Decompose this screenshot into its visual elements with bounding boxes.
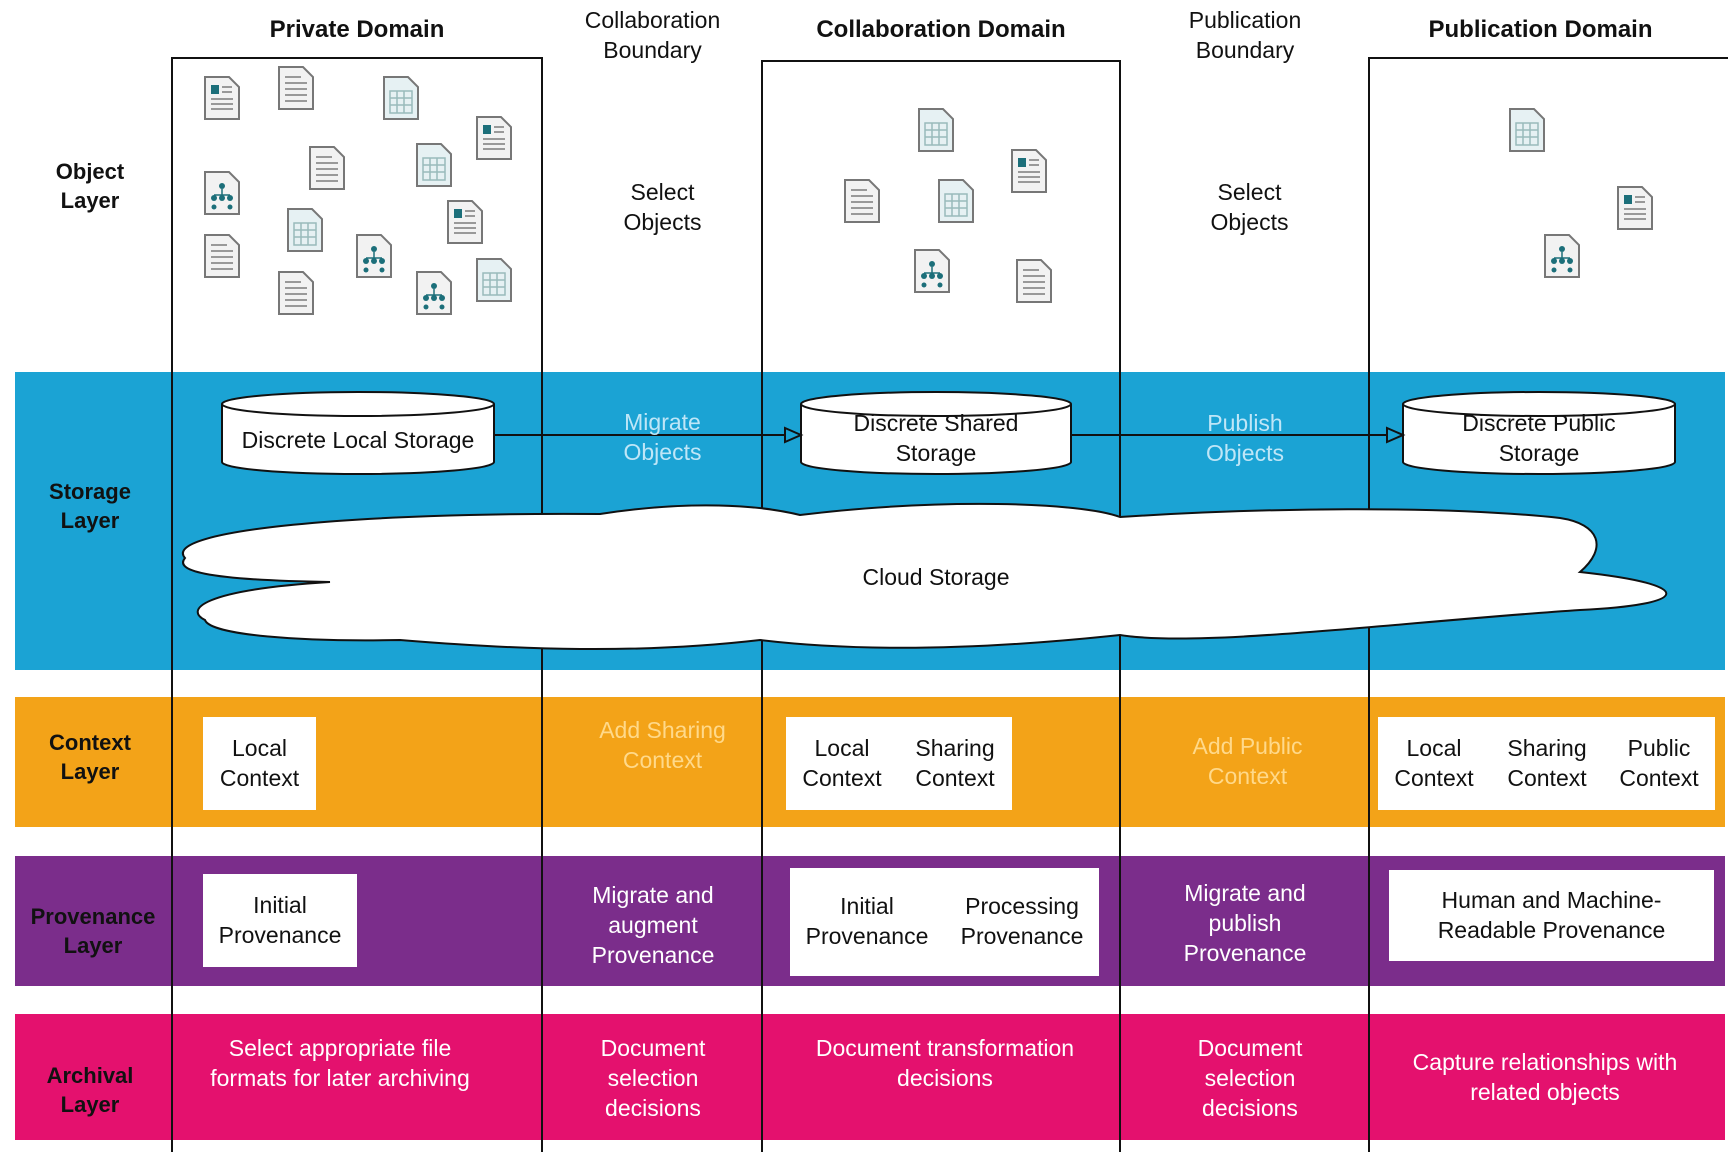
table-document-icon (383, 76, 419, 120)
collab-sharing-context: Sharing Context (915, 734, 995, 791)
add-public-context: Add Public Context (1192, 733, 1303, 789)
public-storage-label: Discrete Public Storage (1462, 410, 1616, 466)
object-layer-label: Object Layer (55, 159, 125, 213)
table-document-icon (938, 179, 974, 223)
collab-context-box: Local Context Sharing Context (786, 717, 1012, 810)
collab-select-objects: Select Objects (623, 179, 702, 235)
migrate-objects-label: Migrate Objects (623, 409, 702, 465)
document-icon (1016, 259, 1052, 303)
collab-provenance-box: Initial Provenance Processing Provenance (790, 868, 1099, 976)
public-storage-cylinder (1402, 391, 1676, 475)
private-initial-provenance-box: Initial Provenance (203, 874, 357, 967)
image-document-icon (1011, 149, 1047, 193)
pub-select-objects: Select Objects (1210, 179, 1289, 235)
private-initial-provenance: Initial Provenance (218, 891, 342, 948)
collab-boundary-header: Collaboration Boundary (584, 7, 721, 63)
document-icon (278, 66, 314, 110)
collab-local-context: Local Context (802, 734, 882, 791)
table-document-icon (476, 258, 512, 302)
pub-domain-top-border (1368, 57, 1728, 59)
document-icon (278, 271, 314, 315)
pub-sharing-context: Sharing Context (1507, 734, 1587, 791)
context-layer-label: Context Layer (49, 730, 131, 784)
collab-processing-provenance: Processing Provenance (960, 893, 1084, 949)
pub-public-context: Public Context (1619, 734, 1699, 791)
local-storage-cylinder (221, 391, 495, 475)
collab-domain-header: Collaboration Domain (816, 16, 1066, 43)
document-icon (844, 179, 880, 223)
provenance-layer-label: Provenance Layer (30, 904, 156, 958)
image-document-icon (447, 200, 483, 244)
archival-layer-band (15, 1014, 1725, 1140)
pub-context-box: Local Context Sharing Context Public Con… (1378, 717, 1715, 810)
image-document-icon (476, 116, 512, 160)
image-document-icon (204, 76, 240, 120)
private-local-context-box: Local Context (203, 717, 316, 810)
archival-private: Select appropriate file formats for late… (210, 1035, 470, 1091)
table-document-icon (287, 208, 323, 252)
archival-layer-label: Archival Layer (46, 1063, 134, 1117)
add-sharing-context: Add Sharing Context (599, 717, 726, 773)
table-document-icon (1509, 108, 1545, 152)
archival-collab: Document transformation decisions (815, 1035, 1075, 1091)
document-icon (204, 234, 240, 278)
archival-publication: Capture relationships with related objec… (1412, 1049, 1678, 1105)
publication-domain-header: Publication Domain (1428, 16, 1653, 43)
archival-pub-boundary: Document selection decisions (1197, 1035, 1303, 1121)
local-storage-label: Discrete Local Storage (241, 427, 475, 453)
migrate-publish-provenance: Migrate and publish Provenance (1183, 880, 1307, 966)
table-document-icon (918, 108, 954, 152)
diagram-document-icon (914, 249, 950, 293)
shared-storage-cylinder (800, 391, 1072, 475)
private-local-context: Local Context (219, 734, 300, 791)
diagram-document-icon (416, 271, 452, 315)
table-document-icon (416, 143, 452, 187)
migrate-augment-provenance: Migrate and augment Provenance (591, 882, 715, 968)
collab-domain-top-border (761, 60, 1121, 62)
publish-objects-label: Publish Objects (1206, 410, 1284, 466)
private-domain-top-border (171, 57, 543, 59)
pub-local-context: Local Context (1394, 734, 1474, 791)
image-document-icon (1617, 186, 1653, 230)
publish-arrow (1071, 426, 1406, 444)
private-domain-left-border (171, 57, 173, 1152)
document-icon (309, 146, 345, 190)
diagram-document-icon (204, 171, 240, 215)
shared-storage-label: Discrete Shared Storage (853, 410, 1019, 466)
private-domain-header: Private Domain (269, 16, 445, 43)
diagram-document-icon (1544, 234, 1580, 278)
collab-initial-provenance: Initial Provenance (805, 893, 929, 949)
diagram-document-icon (356, 234, 392, 278)
archival-collab-boundary: Document selection decisions (600, 1035, 706, 1121)
pub-boundary-header: Publication Boundary (1188, 7, 1302, 63)
human-machine-readable-provenance: Human and Machine-Readable Provenance (1437, 886, 1666, 943)
cloud-storage-label: Cloud Storage (862, 564, 1010, 590)
migrate-arrow (494, 426, 804, 444)
storage-layer-label: Storage Layer (49, 479, 131, 533)
pub-provenance-box: Human and Machine-Readable Provenance (1389, 870, 1714, 961)
cloud-shape (181, 502, 1668, 651)
